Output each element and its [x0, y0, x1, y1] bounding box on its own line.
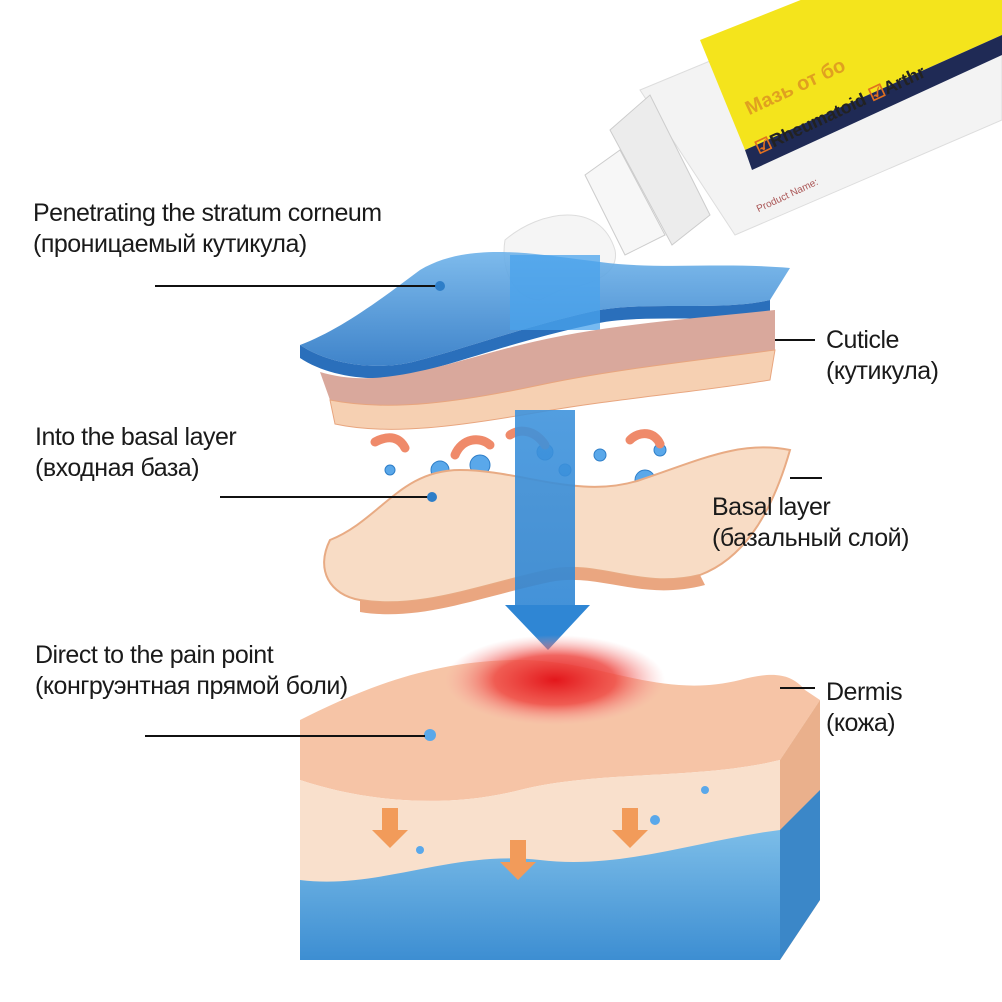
stratum-corneum-layer — [300, 252, 790, 379]
label-stratum: Penetrating the stratum corneum (проница… — [33, 198, 382, 260]
dermis-block — [300, 635, 820, 960]
label-pain-ru: (конгруэнтная прямой боли) — [35, 672, 348, 700]
label-stratum-en: Penetrating the stratum corneum — [33, 199, 382, 227]
label-dermis: Dermis (кожа) — [826, 677, 903, 739]
label-cuticle-en: Cuticle — [826, 326, 899, 354]
label-cuticle: Cuticle (кутикула) — [826, 325, 939, 387]
label-pain-en: Direct to the pain point — [35, 641, 274, 669]
label-dermis-ru: (кожа) — [826, 709, 896, 737]
leader-lines — [145, 281, 822, 737]
label-into-basal-ru: (входная база) — [35, 454, 200, 482]
label-basal-ru: (базальный слой) — [712, 524, 909, 552]
label-basal: Basal layer (базальный слой) — [712, 492, 909, 554]
label-into-basal-en: Into the basal layer — [35, 423, 237, 451]
cuticle-layer — [320, 310, 776, 430]
label-dermis-en: Dermis — [826, 678, 903, 706]
label-cuticle-ru: (кутикула) — [826, 357, 939, 385]
downward-arrow — [505, 410, 590, 650]
ointment-tube — [503, 0, 1002, 301]
label-basal-en: Basal layer — [712, 493, 831, 521]
label-into-basal: Into the basal layer (входная база) — [35, 422, 237, 484]
label-stratum-ru: (проницаемый кутикула) — [33, 230, 307, 258]
label-pain: Direct to the pain point (конгруэнтная п… — [35, 640, 348, 702]
